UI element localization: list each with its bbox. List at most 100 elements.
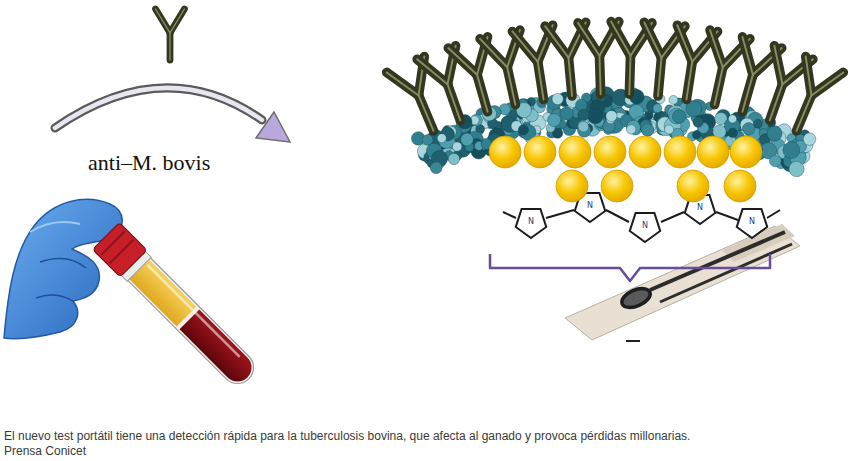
antibody-layer-part-part <box>507 67 515 105</box>
curved-arrow <box>55 88 290 142</box>
antibody-layer-part <box>778 57 844 139</box>
atom-label: N <box>587 201 593 210</box>
polypyrrole-chain-part <box>546 210 574 218</box>
antibody-layer-part-part <box>715 67 723 105</box>
protein-layer-part <box>588 108 603 123</box>
antibody-layer-part-part <box>419 95 434 130</box>
protein-layer-part <box>728 128 737 137</box>
antibody-layer-part-part <box>686 62 692 100</box>
polypyrrole-chain-part <box>606 210 629 222</box>
electrode-strip <box>565 224 800 341</box>
polypyrrole-chain-part-part <box>516 209 546 238</box>
blood-tube-part <box>180 310 258 388</box>
antibody-layer-part-part <box>417 53 447 91</box>
atom-label: N <box>642 221 648 230</box>
gloved-hand-part <box>4 199 122 338</box>
protein-layer-part <box>578 109 589 120</box>
electrode-strip-part <box>660 244 792 302</box>
antibody-layer-part-part <box>610 22 631 56</box>
antibody-layer-part-part <box>742 75 752 112</box>
gold-nanoparticles-part <box>594 136 626 168</box>
protein-layer-part <box>560 107 573 120</box>
atom-label: N <box>528 217 534 226</box>
gloved-hand-part <box>36 295 74 302</box>
antibody-symbol <box>156 9 185 60</box>
antibody-layer-part-part <box>715 67 723 105</box>
electrode-strip-part <box>650 232 785 290</box>
gold-nanoparticles-part <box>697 136 729 168</box>
gold-nanoparticles-part <box>489 136 521 168</box>
protein-layer-part <box>767 126 782 141</box>
antibody-layer-part-part <box>811 64 843 103</box>
antibody-layer-part-part <box>538 62 544 100</box>
protein-layer-part <box>627 120 641 134</box>
figure-caption: El nuevo test portátil tiene una detecci… <box>4 429 856 444</box>
gloved-hand <box>4 199 122 338</box>
gold-nanoparticles-part <box>601 170 633 202</box>
protein-layer-part <box>461 133 474 146</box>
antibody-layer-part-part <box>770 84 783 120</box>
antibody-symbol-part-part <box>156 9 170 33</box>
antibody-layer-part-part <box>545 24 568 59</box>
antibody-layer-part-part <box>545 24 568 59</box>
antibody-layer-part-part <box>796 95 811 130</box>
antibody-layer-part-part <box>477 75 487 112</box>
antibody-symbol-part-part <box>170 9 184 33</box>
gold-nanoparticles-part <box>556 170 588 202</box>
protein-layer-part <box>453 142 462 151</box>
antibody-layer-part-part <box>599 56 600 94</box>
antibody-symbol-part-part <box>167 33 174 60</box>
antibody-symbol-part-part <box>156 9 170 33</box>
gold-nanoparticles-part <box>524 136 556 168</box>
atom-label: N <box>697 203 703 212</box>
blood-tube-part <box>110 240 134 264</box>
antibody-layer-part-part <box>448 84 461 120</box>
protein-layer-part <box>448 153 459 164</box>
credit-line: Prensa Conicet <box>4 445 86 459</box>
antibody-layer-part-part <box>641 22 664 57</box>
antibody-layer-part-part <box>686 62 692 100</box>
polypyrrole-chain-part-part <box>630 213 660 242</box>
protein-layer-part <box>664 125 673 134</box>
gold-nanoparticles-part <box>629 136 661 168</box>
protein-layer <box>411 87 815 177</box>
blood-tube-part <box>93 223 147 277</box>
polypyrrole-chain-part <box>503 212 516 218</box>
antibody-layer-part-part <box>538 62 544 100</box>
protein-layer-part <box>693 117 703 127</box>
antibody-layer-part-part <box>796 95 811 130</box>
antibody-layer-part-part <box>629 56 630 94</box>
gloved-hand-part <box>30 222 80 232</box>
antibody-layer-part-part <box>387 64 419 103</box>
protein-layer-part <box>742 123 754 135</box>
antibody-layer-part-part <box>448 84 461 120</box>
antibody-layer-part-part <box>480 34 507 71</box>
antibody-layer-part <box>387 57 453 139</box>
protein-layer-part <box>437 134 446 143</box>
antibody-layer <box>387 22 844 139</box>
protein-layer-part <box>783 142 800 159</box>
gold-nanoparticles-part <box>724 170 756 202</box>
antibody-layer-part <box>417 46 479 127</box>
gold-nanoparticles-part <box>559 136 591 168</box>
antibody-layer-part-part <box>658 58 662 96</box>
polypyrrole-chain-part <box>516 193 767 242</box>
protein-layer-part <box>641 124 654 137</box>
polypyrrole-chain-part-part <box>737 209 767 238</box>
antibody-layer-part-part <box>658 58 662 96</box>
protein-layer-part <box>548 113 561 126</box>
protein-layer-part <box>430 162 442 174</box>
curved-arrow-part <box>256 112 290 142</box>
electrode-strip-part <box>626 340 640 342</box>
polypyrrole-chain-part <box>767 210 780 218</box>
antibody-layer-part-part <box>419 95 434 130</box>
gold-nanoparticles-part <box>677 170 709 202</box>
protein-layer-part <box>769 155 781 167</box>
protein-layer-part <box>754 119 763 128</box>
protein-layer-part <box>606 110 617 121</box>
gold-nanoparticles <box>489 136 762 202</box>
antibody-layer-part-part <box>599 56 600 94</box>
antibody-layer-part-part <box>629 56 630 94</box>
